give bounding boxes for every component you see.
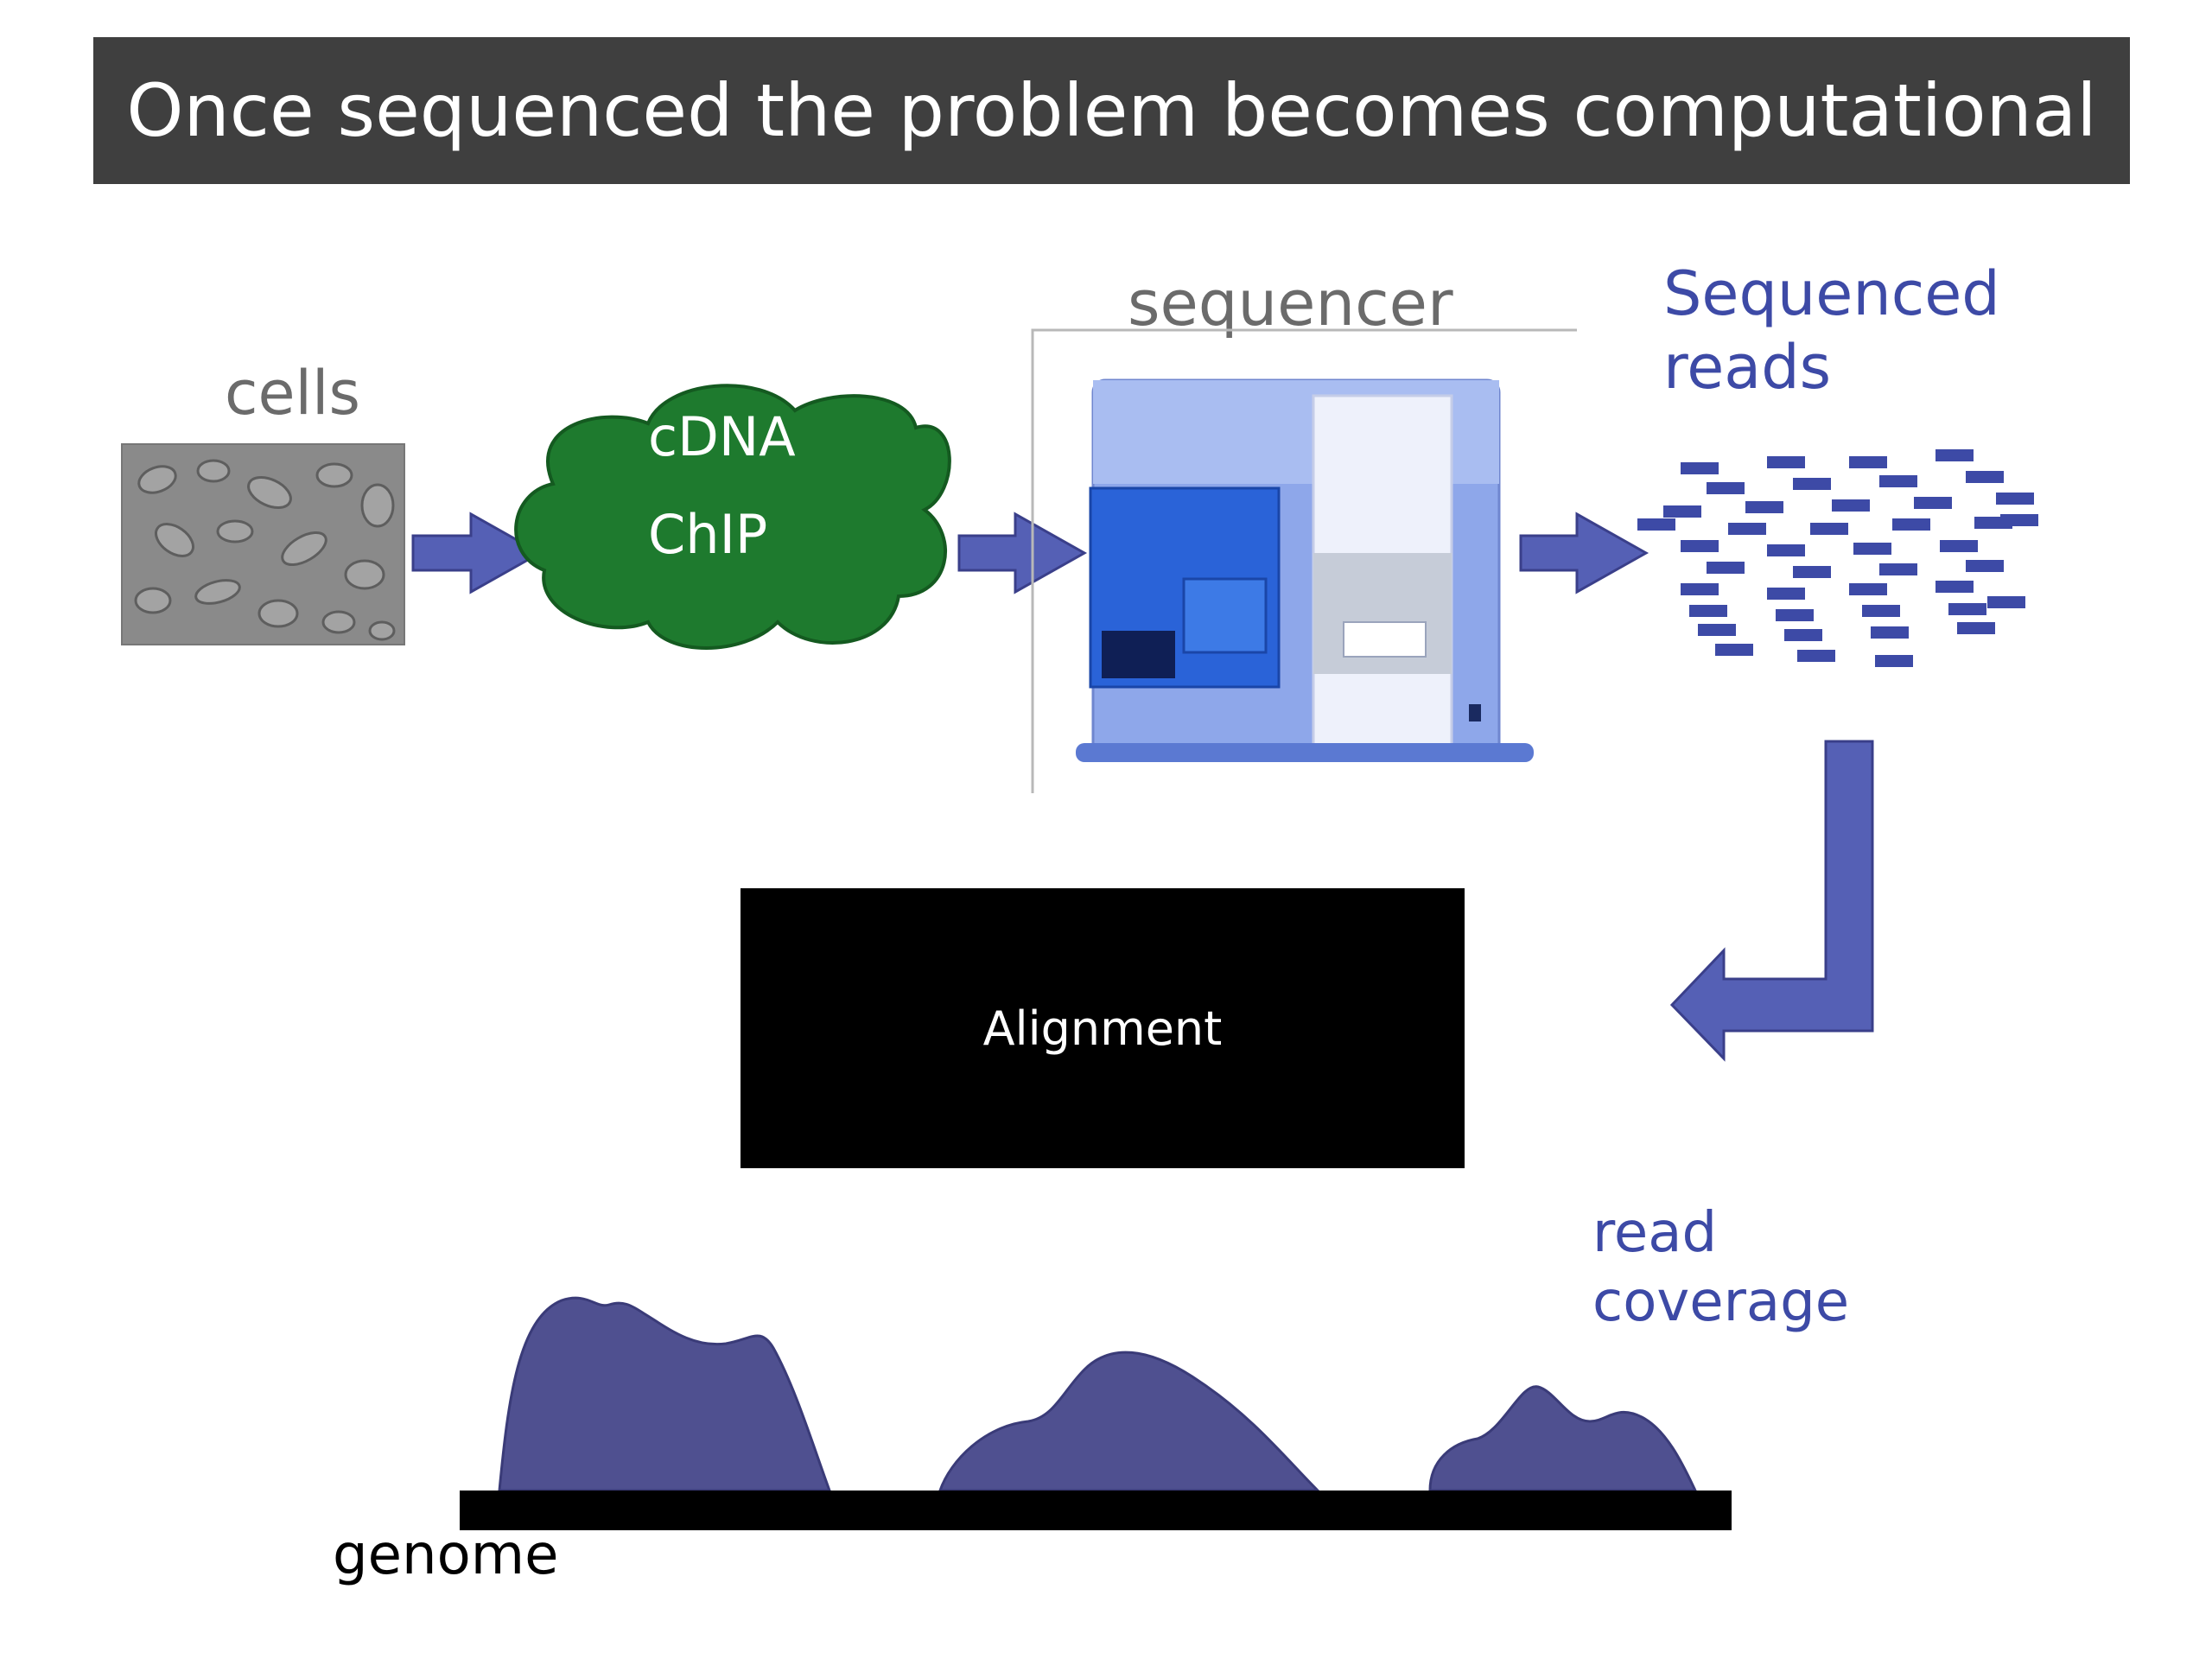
sequenced-reads-label-line2: reads (1663, 332, 1832, 403)
alignment-label: Alignment (982, 1001, 1223, 1056)
sequenced-reads-label-line1: Sequenced (1663, 258, 2000, 329)
arrow-cells-to-cloud (411, 512, 543, 594)
read-coverage-label-line2: coverage (1592, 1270, 1850, 1334)
sequenced-reads-cluster (1637, 449, 2038, 667)
read-coverage-peaks (498, 1296, 1698, 1492)
title-bar: Once sequenced the problem becomes compu… (93, 37, 2130, 184)
sequencer-label: sequencer (1128, 267, 1453, 340)
coverage-peak-1 (498, 1296, 832, 1492)
alignment-box: Alignment (741, 888, 1465, 1168)
coverage-peak-3 (1428, 1385, 1698, 1492)
sequencer-frame (1031, 328, 1577, 793)
cells-microscopy-image (121, 443, 405, 645)
genome-bar (460, 1491, 1732, 1530)
cells-label: cells (225, 358, 360, 429)
cdna-chip-cloud (514, 384, 951, 650)
arrow-cloud-to-sequencer (957, 512, 1088, 594)
chip-label: ChIP (648, 503, 768, 566)
coverage-peak-2 (938, 1351, 1321, 1492)
cdna-label: cDNA (648, 405, 796, 468)
sequencer-machine (1076, 378, 1534, 762)
genome-label: genome (333, 1523, 559, 1587)
arrow-sequencer-to-reads (1519, 512, 1649, 594)
arrow-reads-to-alignment (1669, 740, 1874, 1062)
slide-title: Once sequenced the problem becomes compu… (126, 68, 2097, 153)
read-coverage-label-line1: read (1592, 1201, 1718, 1265)
